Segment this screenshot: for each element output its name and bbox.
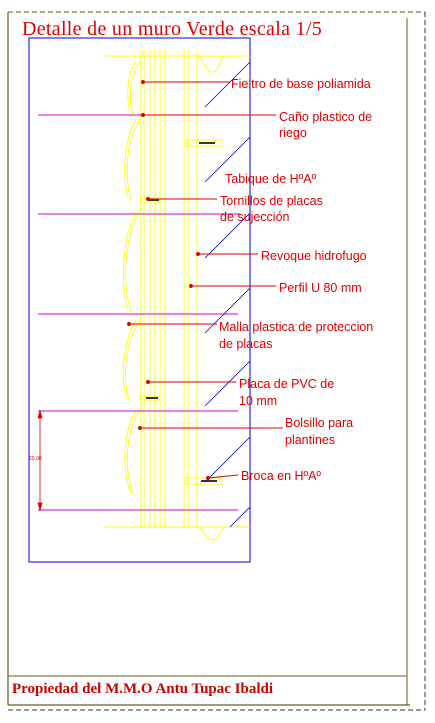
label-cano-line-2: riego: [279, 126, 307, 140]
label-tabique: Tabique de HºAº: [225, 172, 317, 186]
label-perfil: Perfil U 80 mm: [279, 281, 362, 295]
label-revoque: Revoque hidrofugo: [261, 249, 367, 263]
label-tornillos-line-1: Tornillos de placas: [220, 194, 323, 208]
anchor-details: [146, 142, 217, 482]
label-placa-line-1: Placa de PVC de: [239, 377, 335, 391]
label-tornillos-line-2: de sujección: [220, 210, 290, 224]
label-bolsillo-line-2: plantines: [285, 433, 336, 447]
wall-hatch: [204, 61, 251, 528]
dimension-value: 20.00: [29, 456, 42, 462]
label-broca: Broca en HºAº: [241, 469, 321, 483]
drawing-title: Detalle de un muro Verde escala 1/5: [22, 18, 323, 40]
reference-lines: [38, 114, 240, 511]
label-malla-line-2: de placas: [219, 337, 273, 351]
leader-lines: [127, 80, 283, 480]
detail-frame: [28, 37, 251, 563]
label-fieltro: Fieltro de base poliamida: [231, 77, 371, 91]
sheet-border: [7, 11, 426, 711]
footer-owner: Propiedad del M.M.O Antu Tupac Ibaldi: [12, 681, 274, 697]
label-placa-line-2: 10 mm: [239, 394, 278, 408]
dimension-line: [37, 409, 43, 512]
label-bolsillo-line-1: Bolsillo para: [285, 416, 354, 430]
label-cano-line-1: Caño plastico de: [279, 110, 373, 124]
label-malla-line-1: Malla plastica de proteccion: [219, 320, 374, 334]
wall-section: [105, 50, 250, 541]
